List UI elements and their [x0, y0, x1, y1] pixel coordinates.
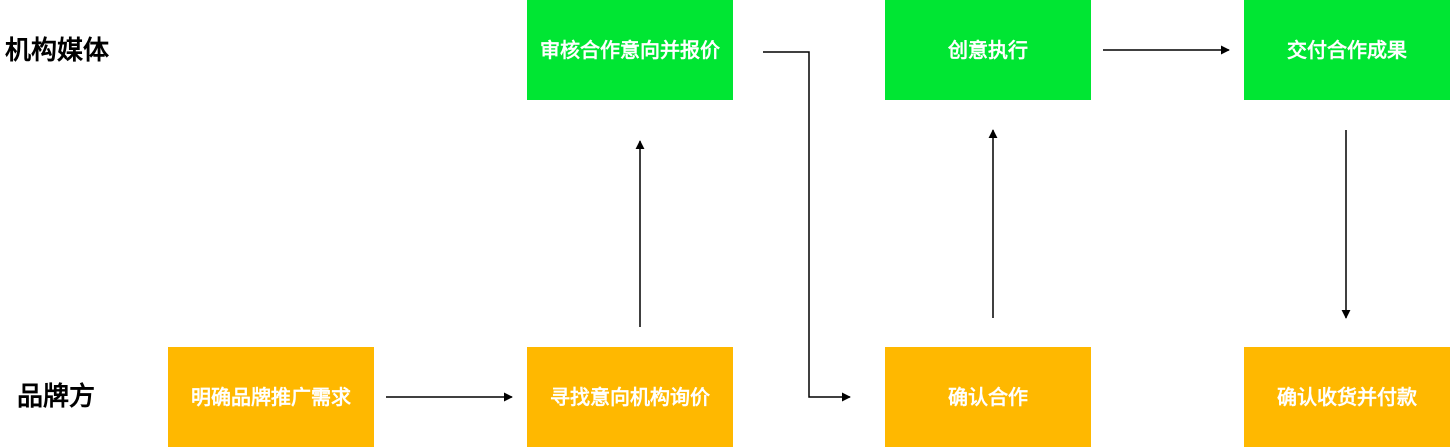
node-review-quote: 审核合作意向并报价: [527, 0, 733, 100]
node-define-needs-label: 明确品牌推广需求: [191, 385, 351, 409]
node-find-agency-label: 寻找意向机构询价: [550, 385, 710, 409]
node-creative-exec: 创意执行: [885, 0, 1091, 100]
lane-label-media: 机构媒体: [5, 36, 110, 66]
node-deliver-results-label: 交付合作成果: [1287, 38, 1407, 62]
node-find-agency: 寻找意向机构询价: [527, 347, 733, 447]
lane-label-brand: 品牌方: [17, 382, 96, 412]
node-confirm-payment: 确认收货并付款: [1244, 347, 1450, 447]
node-confirm-payment-label: 确认收货并付款: [1277, 385, 1417, 409]
node-review-quote-label: 审核合作意向并报价: [540, 38, 720, 62]
node-confirm-coop-label: 确认合作: [948, 385, 1028, 409]
node-deliver-results: 交付合作成果: [1244, 0, 1450, 100]
node-define-needs: 明确品牌推广需求: [168, 347, 374, 447]
node-creative-exec-label: 创意执行: [948, 38, 1028, 62]
node-confirm-coop: 确认合作: [885, 347, 1091, 447]
arrow-review-to-confirm: [763, 51, 851, 402]
